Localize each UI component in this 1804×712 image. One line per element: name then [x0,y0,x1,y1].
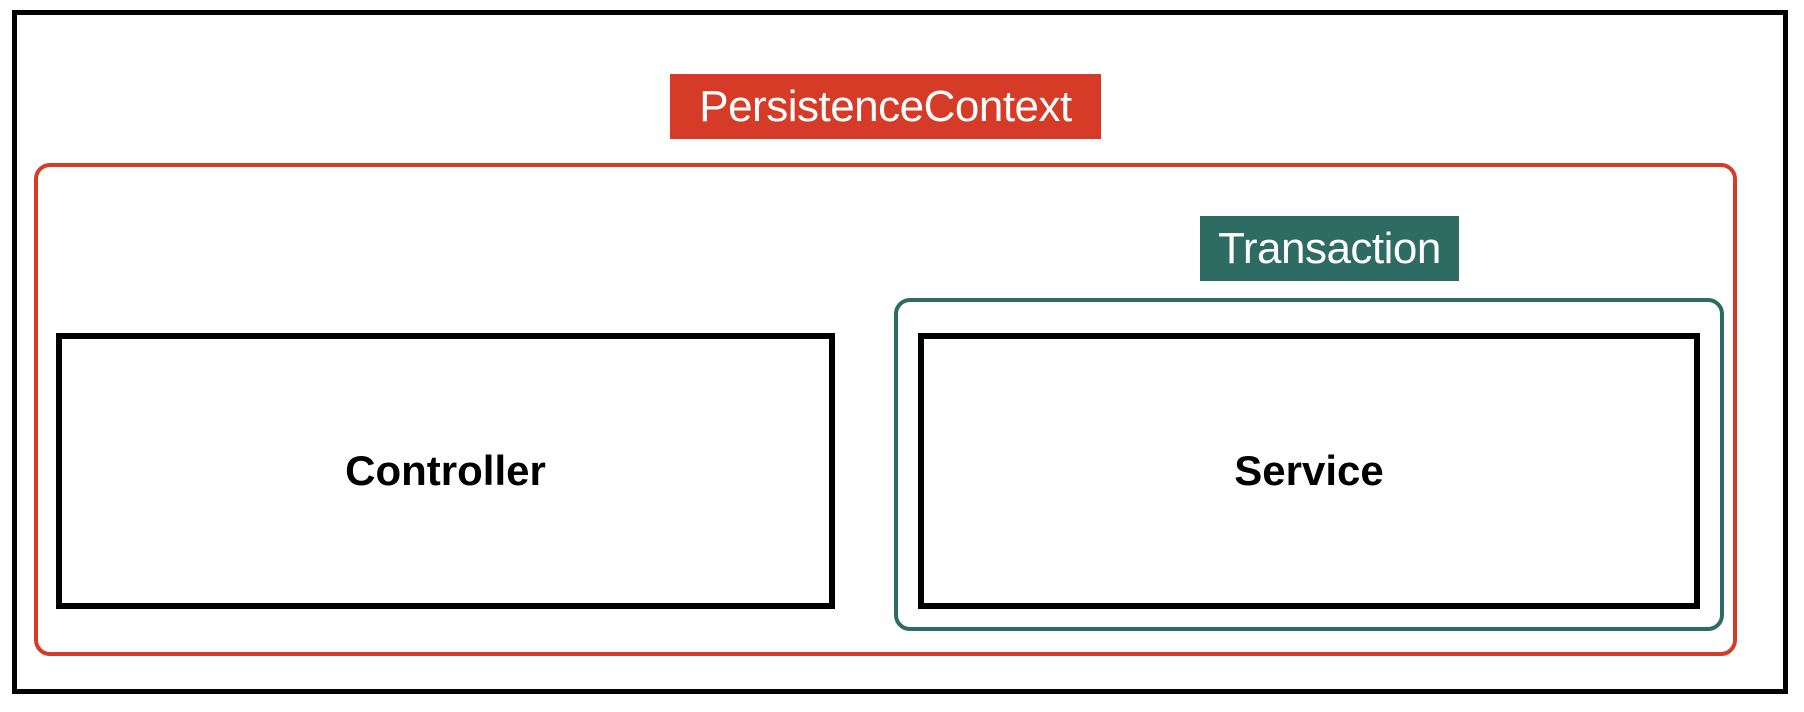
persistence-context-region [34,163,1737,656]
transaction-label: Transaction [1200,216,1459,281]
service-label: Service [1234,447,1384,494]
controller-box: Controller [56,333,835,609]
persistence-context-label: PersistenceContext [670,74,1101,139]
service-box: Service [918,333,1700,609]
controller-label: Controller [345,447,546,494]
transaction-region [894,298,1724,631]
